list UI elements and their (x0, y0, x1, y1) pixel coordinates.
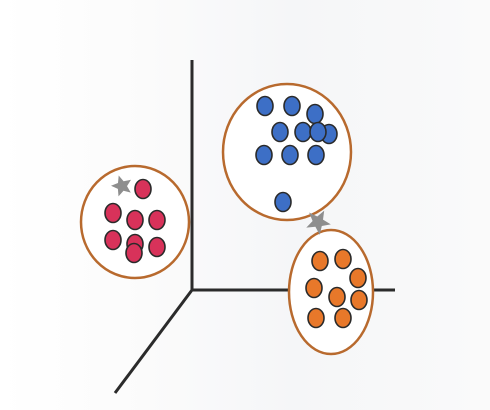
data-point (307, 307, 325, 329)
data-point (256, 95, 274, 117)
data-point (126, 209, 144, 231)
data-point (148, 209, 166, 231)
cluster-orange (287, 228, 375, 356)
data-point (271, 121, 289, 143)
star-icon (111, 175, 131, 197)
data-point (255, 144, 273, 166)
data-point (307, 144, 325, 166)
data-point (334, 248, 352, 270)
data-point (294, 121, 312, 143)
data-point (350, 289, 368, 311)
data-point (349, 267, 367, 289)
data-point (104, 229, 122, 251)
data-point (283, 95, 301, 117)
z-axis (113, 289, 194, 394)
data-point (134, 178, 152, 200)
data-point (125, 242, 143, 264)
cluster-red-points (104, 178, 166, 264)
data-point (306, 103, 324, 125)
data-point (305, 277, 323, 299)
data-point (328, 286, 346, 308)
cluster-red (79, 164, 191, 280)
data-point (334, 307, 352, 329)
cluster-blue-points (255, 95, 338, 213)
star-icon (306, 210, 331, 235)
data-point (311, 250, 329, 272)
data-point (309, 121, 327, 143)
cluster-blue (221, 82, 353, 222)
data-point (281, 144, 299, 166)
data-point (148, 236, 166, 258)
data-point (274, 191, 292, 213)
data-point (104, 202, 122, 224)
cluster-orange-points (305, 248, 368, 329)
